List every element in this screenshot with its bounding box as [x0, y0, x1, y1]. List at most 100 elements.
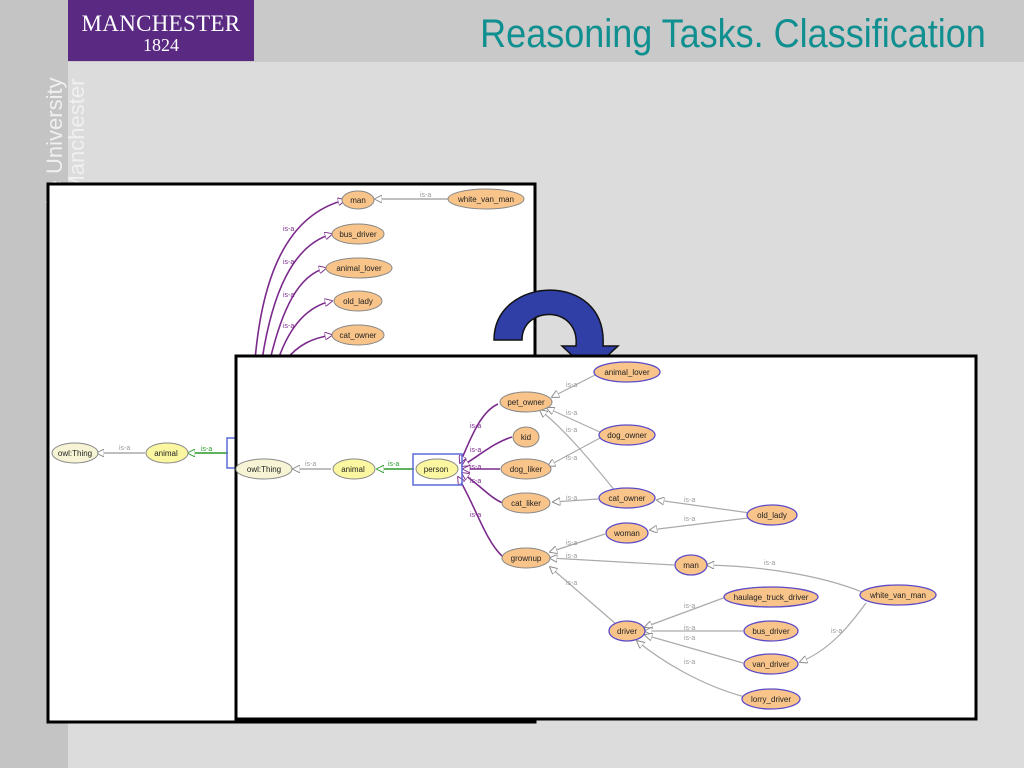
edge-white-van-man-man	[707, 565, 863, 593]
node-man[interactable]: man	[341, 190, 375, 210]
svg-text:grownup: grownup	[511, 554, 542, 563]
svg-text:dog_owner: dog_owner	[607, 431, 647, 440]
edge-kid-person	[462, 436, 513, 466]
node-cat-liker[interactable]: cat_liker	[501, 492, 551, 514]
svg-text:lorry_driver: lorry_driver	[751, 695, 791, 704]
edge-label: is-a	[283, 323, 294, 330]
svg-text:animal: animal	[341, 465, 365, 474]
edge-man-grownup	[550, 558, 675, 566]
edge-label: is-a	[470, 478, 481, 485]
svg-text:owl:Thing: owl:Thing	[58, 449, 92, 458]
node-kid[interactable]: kid	[512, 426, 540, 448]
edge-label: is-a	[831, 628, 842, 635]
edge-label: is-a	[684, 659, 695, 666]
edge-label: is-a	[566, 455, 577, 462]
svg-text:bus_driver: bus_driver	[752, 627, 790, 636]
edge-woman-grownup	[550, 533, 606, 552]
slide-title: Reasoning Tasks. Classification	[480, 12, 986, 56]
edge-pet-owner-person	[460, 403, 499, 463]
edge-driver-grownup	[550, 567, 617, 625]
edge-grownup-person	[458, 477, 503, 557]
edge-label: is-a	[283, 292, 294, 299]
svg-text:white_van_man: white_van_man	[457, 195, 514, 204]
node-bus-driver[interactable]: bus_driver	[331, 223, 385, 245]
svg-text:cat_owner: cat_owner	[609, 494, 646, 503]
edge-label: is-a	[566, 427, 577, 434]
svg-text:man: man	[350, 196, 366, 205]
edge-label: is-a	[470, 464, 481, 471]
node-grownup[interactable]: grownup	[501, 547, 551, 569]
node-animal-lover[interactable]: animal_lover	[593, 361, 661, 383]
edge-label: is-a	[388, 461, 399, 468]
panel-after-frame	[234, 354, 978, 721]
svg-text:animal_lover: animal_lover	[604, 368, 650, 377]
edge-animal-lover-person	[269, 268, 326, 361]
svg-text:white_van_man: white_van_man	[869, 591, 926, 600]
node-dog-owner[interactable]: dog_owner	[598, 424, 656, 446]
classification-arrow	[493, 289, 620, 374]
node-owl-thing[interactable]: owl:Thing	[51, 442, 99, 464]
node-haulage-truck-driver[interactable]: haulage_truck_driver	[723, 586, 819, 608]
node-old-lady[interactable]: old_lady	[333, 290, 383, 312]
node-person[interactable]: person	[415, 458, 459, 480]
edge-old-lady-person	[277, 301, 332, 361]
node-cat-owner[interactable]: cat_owner	[598, 487, 656, 509]
edge-cat-owner-cat-liker	[553, 499, 599, 502]
node-lorry-driver[interactable]: lorry_driver	[741, 688, 801, 710]
edge-bus-driver-person	[261, 234, 332, 361]
edge-old-lady-cat-owner	[657, 500, 751, 514]
edge-label: is-a	[566, 382, 577, 389]
svg-text:man: man	[683, 561, 699, 570]
node-animal-lover[interactable]: animal_lover	[325, 257, 393, 279]
svg-text:bus_driver: bus_driver	[339, 230, 377, 239]
edge-label: is-a	[764, 560, 775, 567]
node-owl-thing[interactable]: owl:Thing	[235, 458, 293, 480]
edge-van-driver-driver	[645, 635, 744, 664]
node-van-driver[interactable]: van_driver	[743, 653, 799, 675]
edge-label: is-a	[470, 423, 481, 430]
edge-dog-owner-dog-liker	[548, 437, 601, 466]
node-dog-liker[interactable]: dog_liker	[500, 458, 552, 480]
node-man[interactable]: man	[674, 554, 708, 576]
node-driver[interactable]: driver	[608, 620, 646, 642]
node-old-lady[interactable]: old_lady	[746, 504, 798, 526]
edge-label: is-a	[566, 553, 577, 560]
edge-man-person	[254, 200, 345, 361]
edge-label: is-a	[470, 447, 481, 454]
logo-name: MANCHESTER	[81, 11, 241, 36]
edge-cat-owner-pet-owner	[540, 410, 617, 493]
svg-text:kid: kid	[521, 433, 531, 442]
edge-label: is-a	[684, 603, 695, 610]
svg-text:driver: driver	[617, 627, 637, 636]
svg-text:pet_owner: pet_owner	[507, 398, 545, 407]
node-animal[interactable]: animal	[332, 458, 376, 480]
svg-text:haulage_truck_driver: haulage_truck_driver	[734, 593, 809, 602]
node-white-van-man[interactable]: white_van_man	[447, 188, 525, 210]
svg-text:person: person	[424, 465, 448, 474]
node-cat-owner[interactable]: cat_owner	[331, 324, 385, 346]
node-woman[interactable]: woman	[605, 522, 649, 544]
edge-label: is-a	[305, 461, 316, 468]
edge-haulage-driver	[645, 596, 727, 627]
svg-text:van_driver: van_driver	[752, 660, 790, 669]
svg-text:owl:Thing: owl:Thing	[247, 465, 281, 474]
edge-lorry-driver-driver	[637, 641, 746, 698]
node-animal[interactable]: animal	[145, 442, 189, 464]
node-pet-owner[interactable]: pet_owner	[499, 391, 553, 413]
svg-text:old_lady: old_lady	[757, 511, 787, 520]
edge-label: is-a	[684, 625, 695, 632]
edge-label: is-a	[201, 446, 212, 453]
logo-year: 1824	[143, 35, 179, 55]
edge-label: is-a	[684, 635, 695, 642]
edge-label: is-a	[566, 410, 577, 417]
person-selection-box	[412, 453, 463, 486]
edge-dog-owner-pet-owner	[547, 408, 603, 434]
svg-text:old_lady: old_lady	[343, 297, 373, 306]
svg-text:cat_liker: cat_liker	[511, 499, 541, 508]
edge-animal-lover-pet-owner	[552, 373, 598, 397]
svg-text:dog_liker: dog_liker	[510, 465, 543, 474]
node-white-van-man[interactable]: white_van_man	[859, 584, 937, 606]
edge-white-van-man-van-driver	[800, 602, 867, 662]
node-bus-driver[interactable]: bus_driver	[743, 620, 799, 642]
edge-label: is-a	[119, 445, 130, 452]
